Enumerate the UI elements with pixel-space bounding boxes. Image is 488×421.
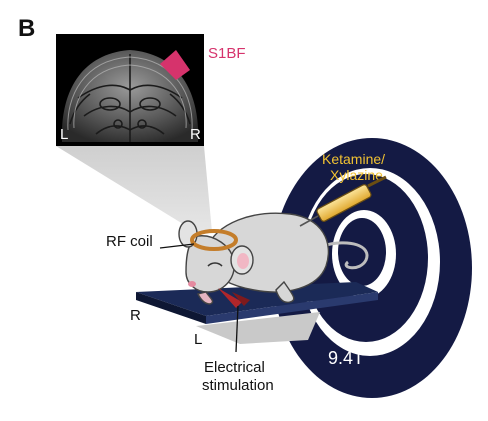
bed-top — [136, 282, 378, 316]
mouse-eye — [207, 262, 223, 267]
syringe-barrel — [316, 184, 372, 222]
stimulation-label-line2: stimulation — [202, 377, 274, 394]
electrode-wire-b — [232, 292, 250, 306]
mouse-tail — [321, 241, 369, 270]
bed-right-label: R — [130, 307, 141, 324]
syringe — [299, 175, 387, 227]
magnet-bore — [338, 218, 386, 286]
rf-coil-label: RF coil — [106, 233, 153, 250]
drug-label-line2: Xylazine — [330, 167, 383, 183]
drug-label-line1: Ketamine/ — [322, 151, 385, 167]
bed-left-label: L — [194, 331, 202, 348]
brain-cortex-bands — [67, 56, 193, 131]
stimulation-pointer — [235, 305, 239, 353]
animal-bed — [136, 282, 378, 344]
s1bf-region — [160, 50, 190, 80]
brain-structures — [69, 54, 191, 142]
syringe-needle — [299, 215, 319, 227]
panel-letter: B — [18, 15, 35, 42]
mri-inset: L R — [56, 34, 204, 146]
mouse-ear-front-inner — [237, 253, 249, 269]
s1bf-label: S1BF — [208, 45, 246, 62]
bed-edge — [136, 292, 206, 324]
inset-right-label: R — [190, 126, 201, 143]
inset-left-label: L — [60, 126, 68, 143]
bed-edge-right — [206, 292, 378, 324]
mouse-hind-leg — [275, 280, 295, 304]
bed-shadow — [196, 312, 320, 344]
mouse-nose — [188, 281, 196, 287]
mouse-front-paw — [196, 291, 214, 305]
projection-beam — [56, 146, 212, 232]
electrode-wire-a — [218, 288, 242, 308]
rf-coil-pointer — [159, 243, 195, 249]
rf-coil — [190, 229, 238, 251]
syringe-plunger — [367, 175, 387, 188]
stimulation-label-line1: Electrical — [204, 359, 265, 376]
field-strength-label: 9.4T — [328, 348, 364, 368]
electrodes — [218, 288, 250, 308]
